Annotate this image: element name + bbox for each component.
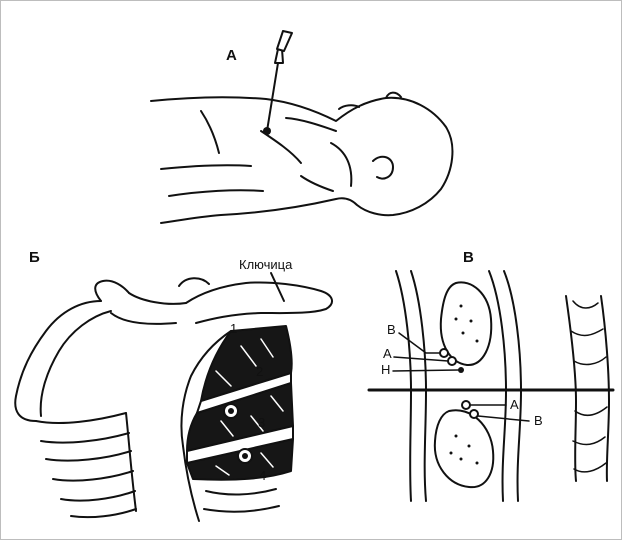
clavicle-label: Ключица xyxy=(239,257,292,272)
left-ribcage xyxy=(15,281,186,518)
label-vein-lower: В xyxy=(534,413,543,428)
vein-upper xyxy=(440,349,448,357)
label-vein-upper: В xyxy=(387,322,396,337)
nerve-marker xyxy=(458,367,464,373)
rib-number-2: 2 xyxy=(256,364,263,379)
clavicle xyxy=(179,278,332,323)
label-artery-lower: А xyxy=(510,397,519,412)
vein-lower xyxy=(470,410,478,418)
rib-number-3: 3 xyxy=(258,415,265,430)
panel-a-letter: А xyxy=(226,47,237,64)
label-nerve: Н xyxy=(381,362,390,377)
syringe-needle xyxy=(267,31,292,131)
rib-number-1: 1 xyxy=(230,321,237,336)
panel-v-letter: В xyxy=(463,249,474,266)
artery-upper xyxy=(448,357,456,365)
artery-lower xyxy=(462,401,470,409)
label-artery-upper: А xyxy=(383,346,392,361)
puncture-point xyxy=(263,127,271,135)
clavicle-leader xyxy=(271,273,284,301)
panel-b-letter: Б xyxy=(29,249,40,266)
rib-number-4: 4 xyxy=(259,468,266,483)
rib-section-lower xyxy=(435,410,493,487)
chest-wall-section xyxy=(396,271,609,501)
patient-outline xyxy=(151,93,452,223)
